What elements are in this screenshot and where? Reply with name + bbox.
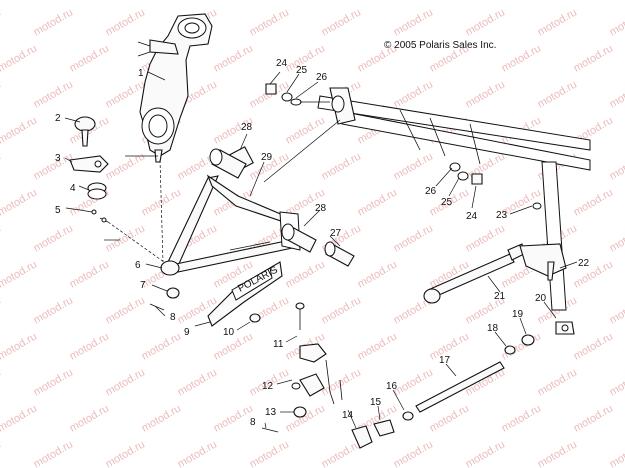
callout-7: 7 [140,280,146,291]
callout-25-upper: 25 [296,65,308,76]
callout-22: 22 [578,258,590,269]
callout-26-lower: 26 [425,186,437,197]
steering-post [519,161,567,311]
callout-15: 15 [370,397,382,408]
callout-11: 11 [273,339,284,350]
callout-1: 1 [138,68,144,79]
a-arm [160,174,303,276]
lower-hardware [261,302,414,449]
bushings [209,146,355,267]
callout-26-upper: 26 [316,72,328,83]
copyright-notice: © 2005 Polaris Sales Inc. [384,40,497,51]
frame-tubes [317,87,591,171]
callout-21: 21 [494,291,506,302]
callout-20: 20 [535,293,547,304]
hardware-small [149,287,261,323]
drag-link [415,361,505,413]
callout-5: 5 [55,205,61,216]
callout-23: 23 [496,210,508,221]
callout-27: 27 [330,228,342,239]
callout-28-lower: 28 [315,203,327,214]
callout-18: 18 [487,323,499,334]
screws-5 [79,209,109,223]
callout-12: 12 [262,381,274,392]
callout-16: 16 [386,381,398,392]
callout-6: 6 [135,260,141,271]
callout-19: 19 [512,309,524,320]
callout-13: 13 [265,407,277,418]
callout-17: 17 [439,355,451,366]
callout-24-lower: 24 [466,211,478,222]
spindle-knuckle [137,13,213,163]
boot-cap [87,182,107,200]
callout-28-upper: 28 [241,122,253,133]
callout-numbers: 1 2 3 4 5 6 7 8 9 10 11 12 13 8 14 15 16… [55,58,590,428]
callout-8-lower: 8 [250,417,256,428]
callout-29: 29 [261,152,273,163]
tie-rod-end-hardware [504,321,575,355]
a-arm-guard: POLARIS [207,261,283,327]
pivot-bolt-lower [449,162,483,185]
pivot-bolt-upper [265,83,302,106]
callout-9: 9 [184,327,190,338]
callout-2: 2 [55,113,61,124]
callout-14: 14 [342,410,354,421]
callout-10: 10 [223,327,235,338]
callout-24-upper: 24 [276,58,288,69]
tie-rod [423,243,525,304]
ball-joint [74,116,96,147]
leader-lines [64,71,578,429]
callout-25-lower: 25 [441,197,453,208]
retainer-plate [69,155,109,173]
callout-8-upper: 8 [170,312,176,323]
callout-3: 3 [55,153,61,164]
callout-4: 4 [70,183,76,194]
